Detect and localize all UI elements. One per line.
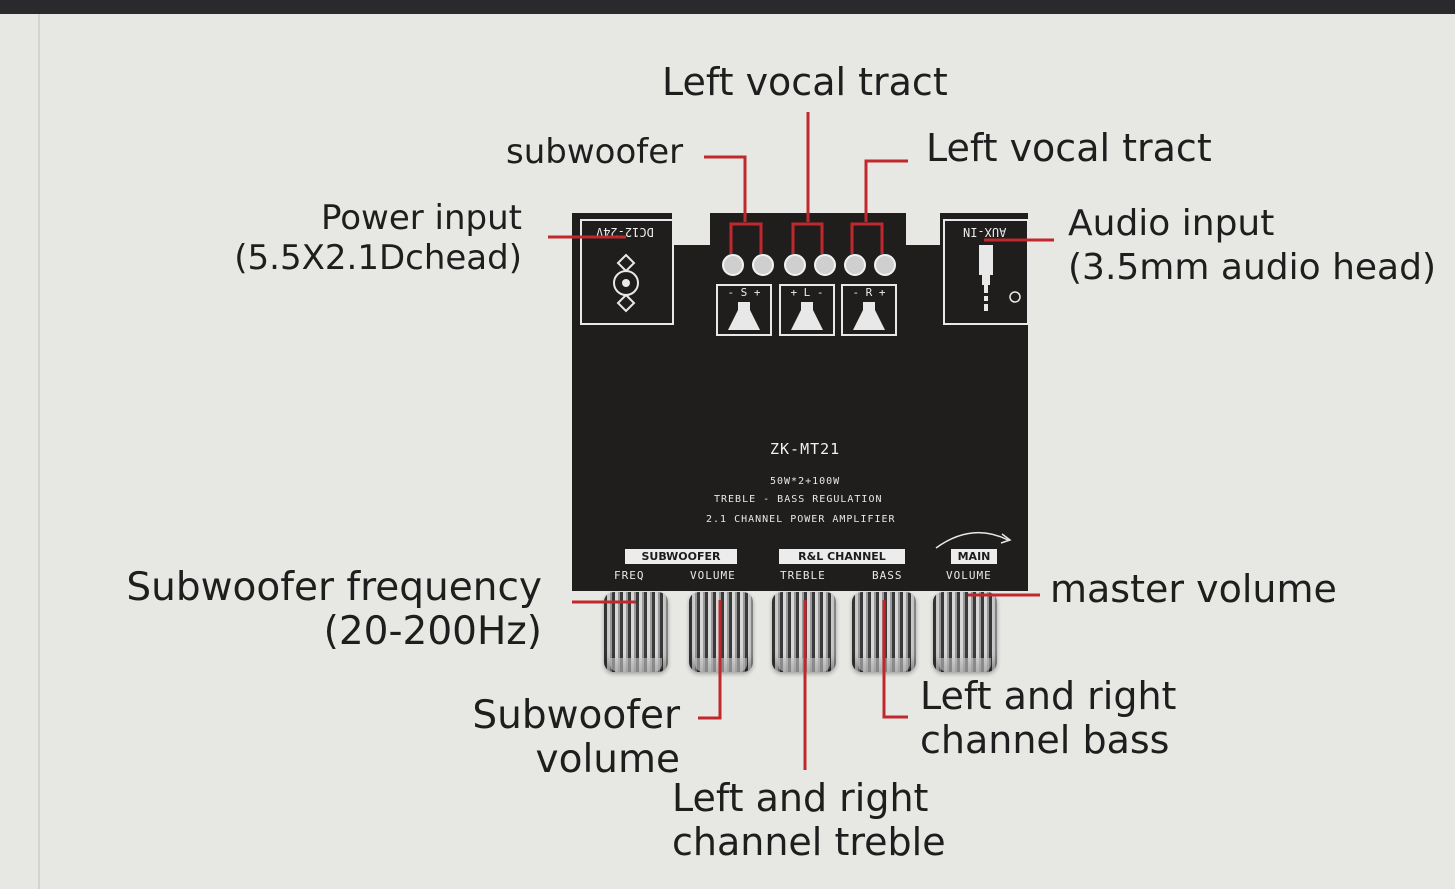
volume-arc-icon [935, 531, 1012, 549]
label-power-input-line2: (5.5X2.1Dchead) [234, 238, 522, 278]
speaker-label-left: + L - [790, 286, 824, 299]
board-notch-left [672, 213, 710, 245]
label-lr-treble-line2: channel treble [672, 820, 946, 864]
label-lr-bass-line2: channel bass [920, 718, 1170, 762]
terminal-screw [722, 254, 744, 276]
board-power-rating: 50W*2+100W [770, 476, 841, 487]
group-label-rl-channel: R&L CHANNEL [779, 549, 905, 564]
knob-label-treble: TREBLE [780, 569, 826, 582]
label-lr-treble: Left and right channel treble [672, 776, 946, 864]
terminal-screw [784, 254, 806, 276]
label-subwoofer-frequency-line1: Subwoofer frequency [126, 565, 542, 610]
label-subwoofer-frequency-line2: (20-200Hz) [323, 609, 542, 654]
label-subwoofer-volume-line2: volume [535, 737, 680, 782]
label-audio-input-line2: (3.5mm audio head) [1068, 247, 1436, 288]
label-audio-input-line1: Audio input [1068, 203, 1275, 244]
master-volume-knob[interactable] [933, 592, 997, 672]
aux-jack-plate: AUX-IN [943, 219, 1029, 325]
group-label-subwoofer: SUBWOOFER [625, 549, 737, 564]
knob-label-bass: BASS [872, 569, 903, 582]
label-power-input: Power input (5.5X2.1Dchead) [226, 198, 522, 278]
label-power-input-line1: Power input [320, 198, 522, 238]
label-lr-bass: Left and right channel bass [920, 674, 1176, 762]
dc-jack-icon [613, 253, 639, 313]
board-description: 2.1 CHANNEL POWER AMPLIFIER [706, 514, 896, 525]
leader-subwoofer [704, 155, 747, 222]
terminal-screw [752, 254, 774, 276]
knob-label-freq: FREQ [614, 569, 645, 582]
speaker-box-left [779, 284, 835, 336]
subwoofer-frequency-knob[interactable] [604, 592, 668, 672]
label-subwoofer-volume: Subwoofer volume [440, 694, 680, 782]
terminal-screw [874, 254, 896, 276]
label-master-volume: master volume [1050, 567, 1337, 611]
speaker-icon [728, 302, 760, 330]
power-jack-plate: DC12-24V [580, 219, 674, 325]
knob-label-sub-volume: VOLUME [690, 569, 736, 582]
bracket-l [791, 222, 824, 254]
top-edge-band [0, 0, 1455, 14]
terminal-screw [844, 254, 866, 276]
label-lr-treble-line1: Left and right [672, 776, 929, 820]
bracket-s [729, 222, 763, 254]
group-label-main: MAIN [951, 549, 997, 564]
label-subwoofer-frequency: Subwoofer frequency (20-200Hz) [90, 566, 542, 654]
terminal-screw [814, 254, 836, 276]
label-subwoofer-volume-line1: Subwoofer [472, 693, 680, 738]
speaker-icon [791, 302, 823, 330]
leader-sub-volume [698, 600, 722, 720]
board-notch-right [906, 213, 940, 245]
board-regulation: TREBLE - BASS REGULATION [714, 494, 883, 505]
board-model: ZK-MT21 [770, 440, 841, 458]
knob-label-main-volume: VOLUME [946, 569, 992, 582]
speaker-box-right [841, 284, 897, 336]
amplifier-board [572, 213, 1028, 591]
label-lr-bass-line1: Left and right [920, 674, 1177, 718]
leader-bass [882, 600, 908, 719]
bracket-r [850, 222, 884, 254]
speaker-label-subwoofer: - S + [727, 286, 761, 299]
label-left-vocal-tract-right: Left vocal tract [926, 126, 1212, 170]
audio-plug-icon [979, 245, 1021, 311]
label-subwoofer: subwoofer [506, 132, 684, 172]
label-audio-input: Audio input (3.5mm audio head) [1068, 202, 1436, 290]
page-fold-line [38, 14, 40, 889]
speaker-icon [853, 302, 885, 330]
leader-left-vocal-right [864, 159, 908, 222]
label-left-vocal-tract-top: Left vocal tract [662, 60, 948, 104]
speaker-label-right: - R + [852, 286, 886, 299]
speaker-box-subwoofer [716, 284, 772, 336]
